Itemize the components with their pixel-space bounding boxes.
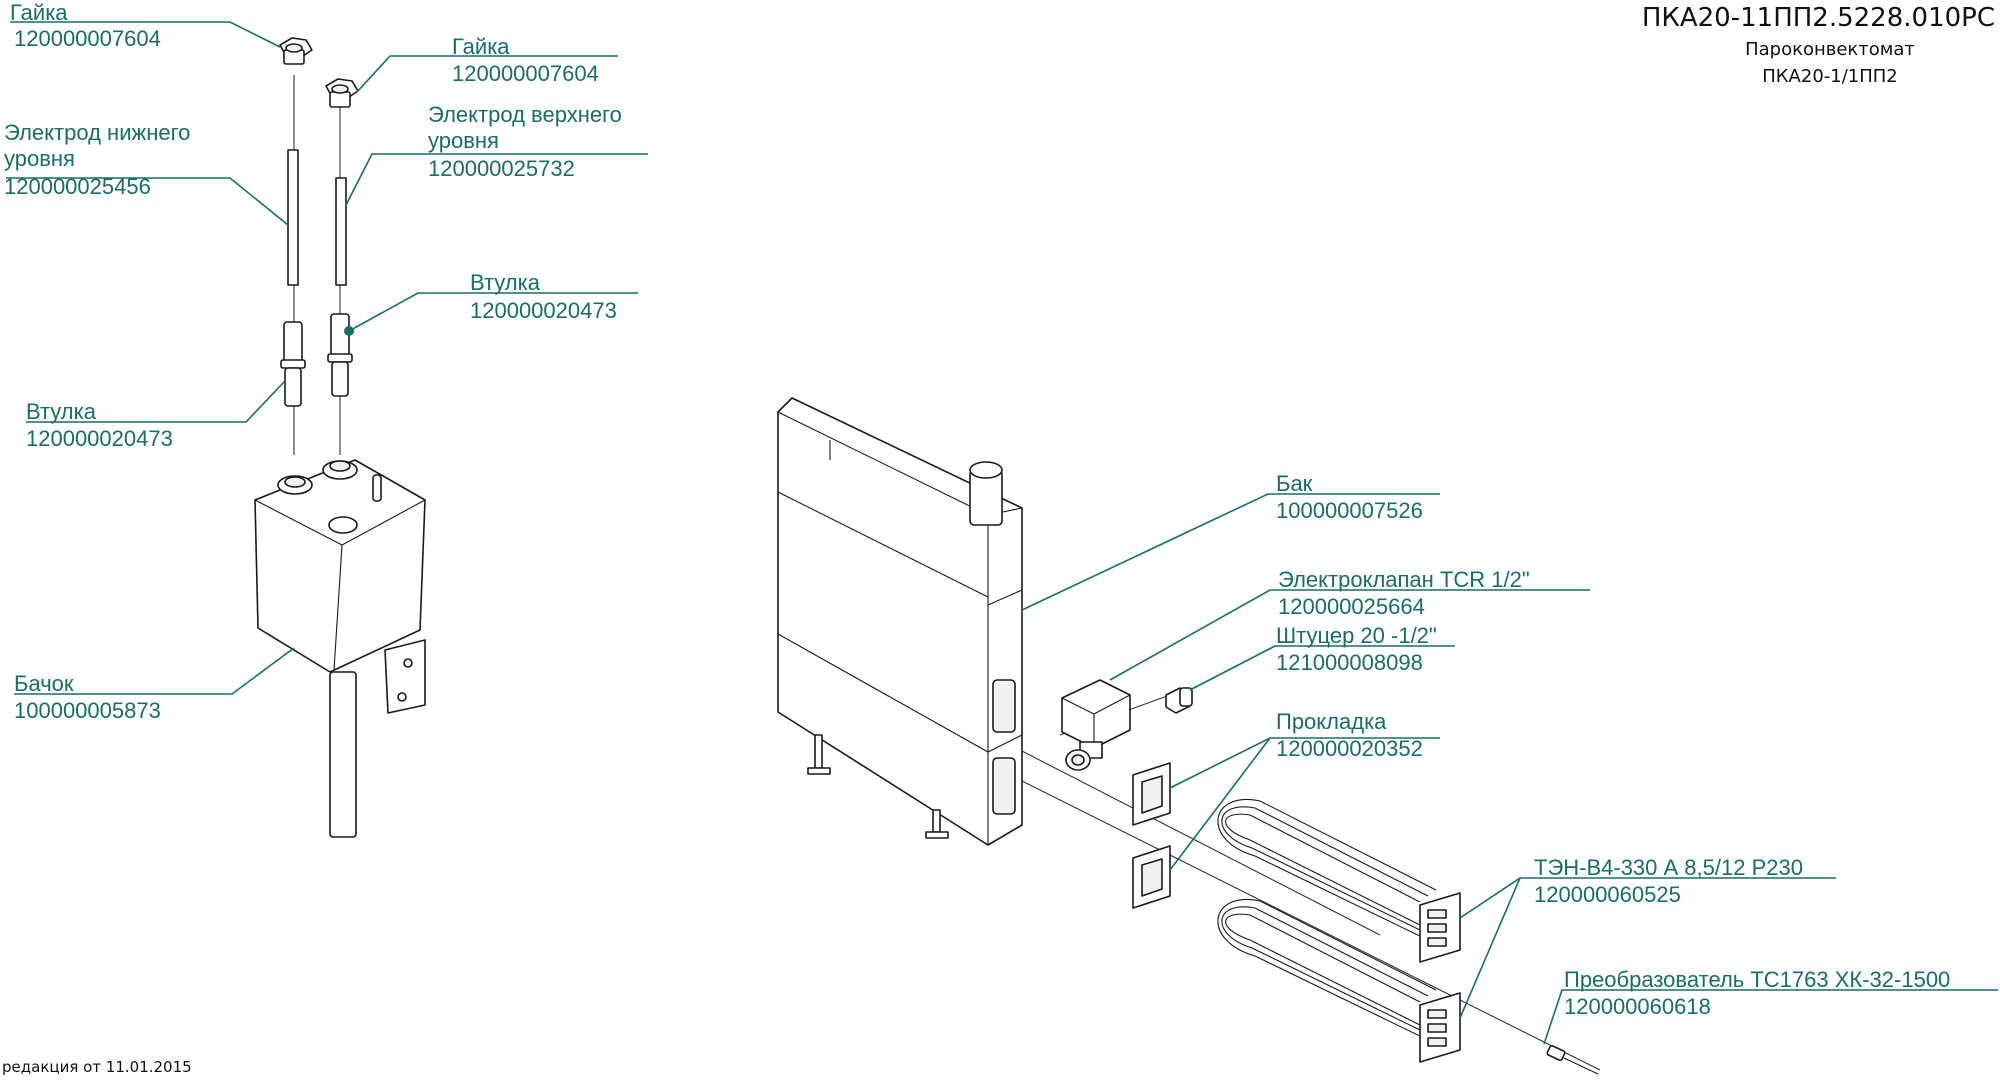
main-tank-part [777, 397, 1023, 846]
axis-line [1019, 779, 1601, 1071]
callout-name-line: уровня [4, 146, 75, 171]
drawing-code: ПКА20-11ПП2.5228.010РС [1642, 3, 1995, 33]
callout-name: Втулка [26, 399, 97, 424]
axis-line [1019, 749, 1381, 936]
callout-code: 121000008098 [1276, 650, 1423, 675]
heating-element-part [1217, 898, 1461, 1063]
nut-part [325, 78, 359, 108]
callout-code: 120000025732 [428, 156, 575, 181]
callout-code: 100000005873 [14, 698, 161, 723]
callout-name: Преобразователь ТС1763 ХК-32-1500 [1564, 967, 1950, 992]
callout-code: 100000007526 [1276, 498, 1423, 523]
temperature-sensor-part [1546, 1044, 1599, 1075]
callout-code: 120000060525 [1534, 882, 1681, 907]
callout-code: 120000025456 [4, 174, 151, 199]
callout-code: 120000007604 [14, 26, 161, 51]
title-block: ПКА20-11ПП2.5228.010РС Пароконвектомат П… [1642, 3, 1995, 87]
electrode-lower-part [287, 149, 299, 286]
solenoid-valve-part [1061, 679, 1131, 771]
callout-code: 120000025664 [1278, 594, 1425, 619]
product-name: Пароконвектомат [1745, 39, 1915, 60]
callout-name: Гайка [452, 34, 510, 59]
callout-name-line: Электрод нижнего [4, 120, 190, 145]
electrode-upper-part [335, 177, 347, 286]
callout-name: Штуцер 20 -1/2" [1276, 623, 1437, 648]
callout-labels: Гайка 120000007604 Гайка 120000007604 Эл… [4, 0, 1950, 1019]
callout-name: Электроклапан TCR 1/2" [1278, 567, 1530, 592]
gasket-part [1132, 845, 1171, 909]
gasket-part [1132, 762, 1171, 826]
left-assembly [254, 37, 426, 838]
bushing-part [280, 321, 306, 407]
right-assembly [777, 397, 1601, 1075]
product-model: ПКА20-1/1ПП2 [1762, 66, 1898, 87]
callout-name-line: Электрод верхнего [428, 102, 622, 127]
callout-name: Бак [1276, 471, 1313, 496]
revision-note: редакция от 11.01.2015 [2, 1058, 192, 1076]
callout-code: 120000020352 [1276, 736, 1423, 761]
nut-part [279, 37, 313, 65]
callout-name: Гайка [10, 0, 68, 25]
small-tank-part [254, 459, 426, 838]
callout-name: ТЭН-В4-330 А 8,5/12 Р230 [1534, 855, 1803, 880]
callout-leaders [6, 21, 1998, 1045]
callout-code: 120000060618 [1564, 994, 1711, 1019]
callout-name: Бачок [14, 671, 74, 696]
callout-name-line: уровня [428, 128, 499, 153]
callout-name: Втулка [470, 270, 541, 295]
callout-code: 120000007604 [452, 61, 599, 86]
callout-code: 120000020473 [26, 426, 173, 451]
heating-element-part [1217, 798, 1461, 963]
callout-code: 120000020473 [470, 298, 617, 323]
fitting-part [1165, 687, 1193, 714]
callout-name: Прокладка [1276, 709, 1387, 734]
